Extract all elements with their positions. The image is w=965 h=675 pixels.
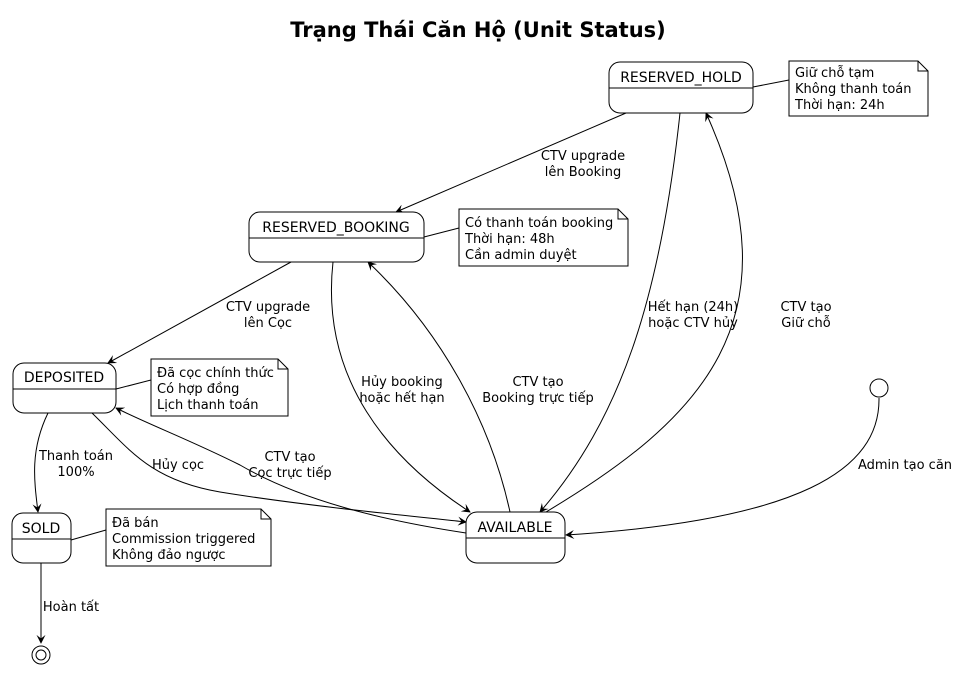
state-label-available: AVAILABLE [477, 520, 552, 536]
note-deposited-line-2: Có hợp đồng [157, 382, 239, 397]
edge-booking-to-deposited [107, 261, 292, 364]
label-hold-to-booking-1: CTV upgrade [541, 149, 625, 164]
edge-available-to-booking [367, 261, 511, 513]
edge-hold-to-available [539, 112, 681, 513]
label-deposited-to-sold-2: 100% [57, 465, 94, 480]
note-booking-line-1: Có thanh toán booking [465, 216, 613, 231]
start-node [869, 378, 889, 398]
edge-available-to-hold [545, 112, 743, 513]
edge-booking-to-available [331, 261, 471, 513]
edge-hold-to-booking [395, 112, 627, 213]
edge-available-to-deposited [115, 407, 467, 534]
label-deposited-to-available: Hủy cọc [152, 458, 204, 473]
state-label-deposited: DEPOSITED [24, 370, 104, 386]
note-reserved-hold: Giữ chỗ tạm Không thanh toán Thời hạn: 2… [752, 60, 929, 117]
transitions [32, 112, 880, 644]
label-booking-to-available-1: Hủy booking [361, 375, 443, 390]
state-available: AVAILABLE [465, 511, 566, 564]
label-available-to-deposited-2: Cọc trực tiếp [248, 466, 331, 481]
note-hold-line-1: Giữ chỗ tạm [795, 66, 874, 81]
note-deposited-line-1: Đã cọc chính thức [157, 366, 274, 381]
label-hold-to-available-1: Hết hạn (24h) [648, 300, 739, 315]
edge-start-to-available [565, 397, 880, 539]
label-available-to-booking-1: CTV tạo [512, 375, 563, 390]
state-reserved-hold: RESERVED_HOLD [608, 61, 754, 114]
note-sold-line-3: Không đảo ngược [112, 548, 225, 563]
diagram-title: Trạng Thái Căn Hộ (Unit Status) [290, 18, 666, 42]
state-label-reserved-hold: RESERVED_HOLD [620, 70, 742, 86]
label-hold-to-booking-2: lên Booking [545, 165, 621, 180]
end-node [31, 645, 51, 665]
note-reserved-booking: Có thanh toán booking Thời hạn: 48h Cần … [423, 208, 629, 267]
label-available-to-hold-2: Giữ chỗ [781, 316, 830, 331]
note-sold-line-1: Đã bán [112, 516, 159, 531]
transition-labels: CTV upgrade lên Booking CTV upgrade lên … [38, 149, 952, 615]
label-start-to-available: Admin tạo căn [858, 458, 952, 473]
state-label-reserved-booking: RESERVED_BOOKING [262, 220, 410, 236]
note-hold-line-2: Không thanh toán [795, 82, 912, 97]
label-deposited-to-sold-1: Thanh toán [38, 449, 113, 464]
state-reserved-booking: RESERVED_BOOKING [248, 211, 425, 263]
state-sold: SOLD [11, 512, 72, 564]
label-booking-to-available-2: hoặc hết hạn [359, 391, 444, 406]
label-hold-to-available-2: hoặc CTV hủy [648, 316, 738, 331]
note-hold-line-3: Thời hạn: 24h [794, 98, 885, 113]
label-booking-to-deposited-2: lên Cọc [244, 316, 292, 331]
label-sold-to-end: Hoàn tất [43, 600, 99, 615]
note-sold: Đã bán Commission triggered Không đảo ng… [70, 508, 272, 567]
edge-deposited-to-sold [32, 412, 49, 513]
label-available-to-deposited-1: CTV tạo [264, 450, 315, 465]
note-sold-line-2: Commission triggered [112, 532, 255, 547]
label-booking-to-deposited-1: CTV upgrade [226, 300, 310, 315]
state-label-sold: SOLD [22, 521, 61, 537]
note-deposited-line-3: Lịch thanh toán [157, 398, 259, 413]
note-booking-line-2: Thời hạn: 48h [464, 232, 555, 247]
label-available-to-booking-2: Booking trực tiếp [482, 391, 594, 406]
note-deposited: Đã cọc chính thức Có hợp đồng Lịch thanh… [115, 358, 289, 417]
state-deposited: DEPOSITED [12, 362, 117, 414]
edge-deposited-to-available [91, 412, 467, 526]
label-available-to-hold-1: CTV tạo [780, 300, 831, 315]
note-booking-line-3: Cần admin duyệt [465, 248, 577, 263]
